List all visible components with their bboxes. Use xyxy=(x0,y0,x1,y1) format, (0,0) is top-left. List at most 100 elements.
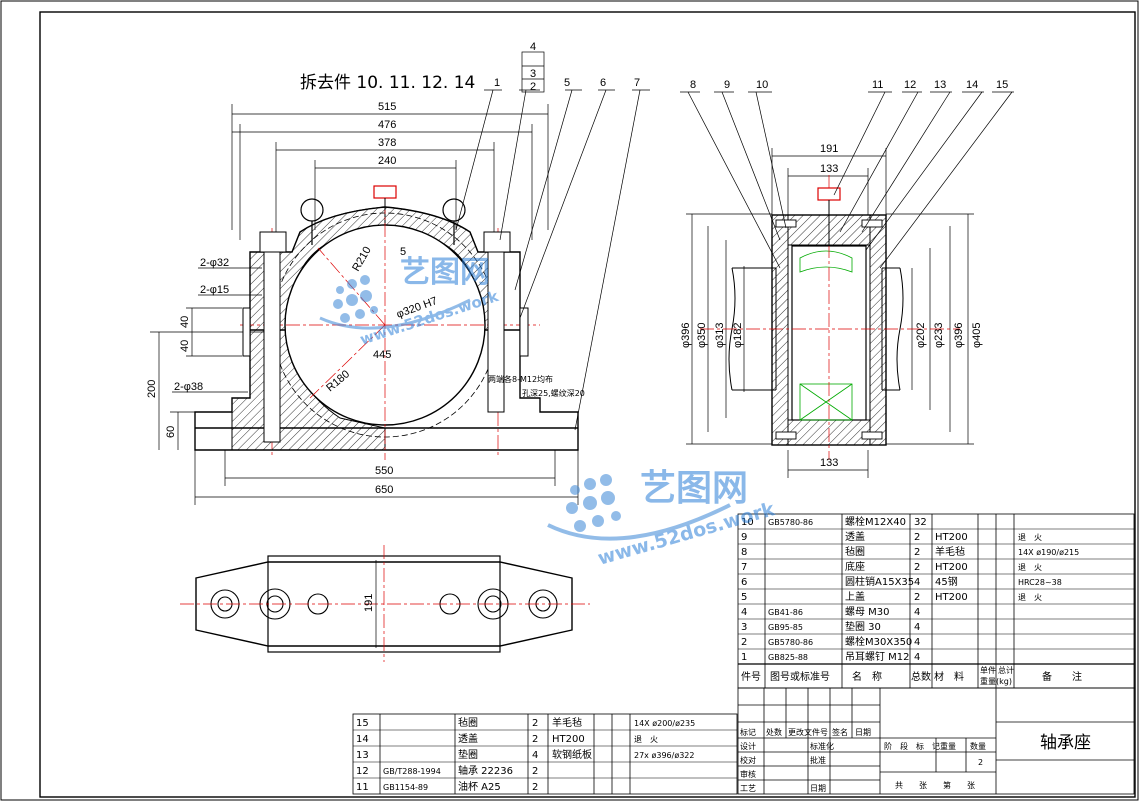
callout-11: 11 xyxy=(872,79,883,91)
side-callout-leaders xyxy=(680,91,1014,269)
dim-top-191: 191 xyxy=(363,594,375,612)
bom-header-no: 件号 xyxy=(741,671,761,683)
dim-phi396-left: φ396 xyxy=(680,323,692,349)
role-check: 校对 xyxy=(740,755,756,765)
bom-header-note: 备 注 xyxy=(1042,670,1082,683)
rev-count: 处数 xyxy=(766,727,782,737)
role-review: 审核 xyxy=(740,769,756,779)
title-block: 标记 处数 更改文件号 签名 日期 设计 校对 审核 工艺 标准化 批准 日期 … xyxy=(737,687,1135,795)
dim-side-133-bottom: 133 xyxy=(820,457,838,469)
bom-cell-no: 8 xyxy=(741,547,747,558)
bom-cell-no: 14 xyxy=(356,734,369,745)
bom-cell-no: 10 xyxy=(741,517,754,528)
bom-cell-qty: 2 xyxy=(532,718,538,729)
bom-cell-std: GB41-86 xyxy=(768,608,803,617)
count-header: 数量 xyxy=(970,741,986,751)
top-centerlines xyxy=(180,545,590,662)
callout-13: 13 xyxy=(934,79,946,91)
callout-10: 10 xyxy=(756,79,768,91)
side-cover-right xyxy=(869,214,887,446)
dim-phi182: φ182 xyxy=(732,323,744,349)
bom-cell-note: 退 火 xyxy=(1018,593,1042,602)
bom-cell-no: 6 xyxy=(741,577,747,588)
callout-14: 14 xyxy=(966,79,978,91)
watermark-logo-text: 艺图网 xyxy=(400,255,490,290)
bom-cell-qty: 4 xyxy=(914,637,920,648)
bom-cell-name: 上盖 xyxy=(845,590,865,603)
bom-header-weight-a: 单件 xyxy=(980,665,996,675)
dim-550: 550 xyxy=(375,465,393,477)
bom-cell-qty: 2 xyxy=(914,547,920,558)
bom-cell-name: 透盖 xyxy=(458,732,478,745)
bom-cell-std: GB5780-86 xyxy=(768,518,813,527)
callout-1: 1 xyxy=(494,77,500,89)
dim-phi202: φ202 xyxy=(915,323,927,349)
bom-cell-no: 2 xyxy=(741,637,747,648)
dim-40-upper: 40 xyxy=(179,316,191,328)
dim-2phi38: 2-φ38 xyxy=(174,381,203,393)
front-view: 515 476 378 240 5 R210 φ320 H7 445 R180 … xyxy=(146,41,650,505)
callout-5: 5 xyxy=(564,77,570,89)
bom-cell-note: 14X ø190/ø215 xyxy=(1018,548,1079,557)
dim-phi396-right: φ396 xyxy=(953,323,965,349)
bom-cell-no: 5 xyxy=(741,592,747,603)
bom-cell-mat: 软钢纸板 xyxy=(552,748,592,761)
bom-cell-name: 毡圈 xyxy=(845,545,865,558)
dim-200: 200 xyxy=(146,380,158,398)
bom-cell-no: 15 xyxy=(356,718,369,729)
bom-cell-mat: 羊毛毡 xyxy=(552,716,582,729)
dim-60: 60 xyxy=(165,426,177,438)
top-view: 191 xyxy=(180,545,590,662)
dim-476: 476 xyxy=(378,119,396,131)
lifting-eye-bolts xyxy=(300,198,466,245)
oil-cup xyxy=(373,185,397,199)
approve-label: 批准 xyxy=(810,755,826,765)
callout-2: 2 xyxy=(530,81,536,93)
bom-cell-name: 底座 xyxy=(845,560,865,573)
dim-650: 650 xyxy=(375,484,393,496)
bom-cell-name: 螺母 M30 xyxy=(845,606,890,618)
dim-40-lower: 40 xyxy=(179,340,191,352)
bom-cell-mat: HT200 xyxy=(552,734,585,745)
callout-4: 4 xyxy=(530,41,536,53)
callout-8: 8 xyxy=(690,79,696,91)
bom-cell-no: 13 xyxy=(356,750,369,761)
dim-side-133-top: 133 xyxy=(820,163,838,175)
bom-cell-name: 圆柱销A15X35 xyxy=(845,575,914,588)
rev-mark: 标记 xyxy=(740,727,756,737)
bom-cell-name: 吊耳螺钉 M12 xyxy=(845,651,910,663)
bom-cell-qty: 2 xyxy=(532,734,538,745)
dim-side-191: 191 xyxy=(820,143,838,155)
through-bolts xyxy=(242,231,529,443)
role-design: 设计 xyxy=(740,741,756,751)
callout-6: 6 xyxy=(600,77,606,89)
front-callout-leaders xyxy=(455,51,650,431)
bom-cell-qty: 4 xyxy=(914,607,920,618)
callout-12: 12 xyxy=(904,79,916,91)
dim-378: 378 xyxy=(378,137,396,149)
bom-cell-name: 毡圈 xyxy=(458,716,478,729)
bom-header-name: 名 称 xyxy=(852,670,882,683)
bom-cell-name: 轴承 22236 xyxy=(458,764,513,777)
scale-value: 2 xyxy=(978,758,983,767)
bom-cell-no: 12 xyxy=(356,766,369,777)
bom-cell-note: 退 火 xyxy=(1018,533,1042,542)
dim-phi405: φ405 xyxy=(971,323,983,349)
callout-7: 7 xyxy=(634,77,640,89)
dim-phi233: φ233 xyxy=(933,323,945,349)
rev-sign: 签名 xyxy=(832,727,848,737)
front-dimension-lines xyxy=(150,104,579,505)
bom-cell-qty: 2 xyxy=(914,532,920,543)
bom-cell-name: 透盖 xyxy=(845,530,865,543)
watermark-logo-text-2: 艺图网 xyxy=(640,468,748,509)
bom-cell-mat: 羊毛毡 xyxy=(935,545,965,558)
dim-5: 5 xyxy=(400,246,406,258)
bom-header-mat: 材 料 xyxy=(934,670,964,683)
bom-cell-name: 垫圈 xyxy=(458,748,478,761)
bom-cell-qty: 2 xyxy=(914,562,920,573)
bom-cell-mat: 45钢 xyxy=(935,575,958,588)
bom-cell-no: 1 xyxy=(741,652,747,663)
bom-cell-qty: 4 xyxy=(914,622,920,633)
callout-9: 9 xyxy=(724,79,730,91)
bom-cell-qty: 4 xyxy=(914,577,920,588)
